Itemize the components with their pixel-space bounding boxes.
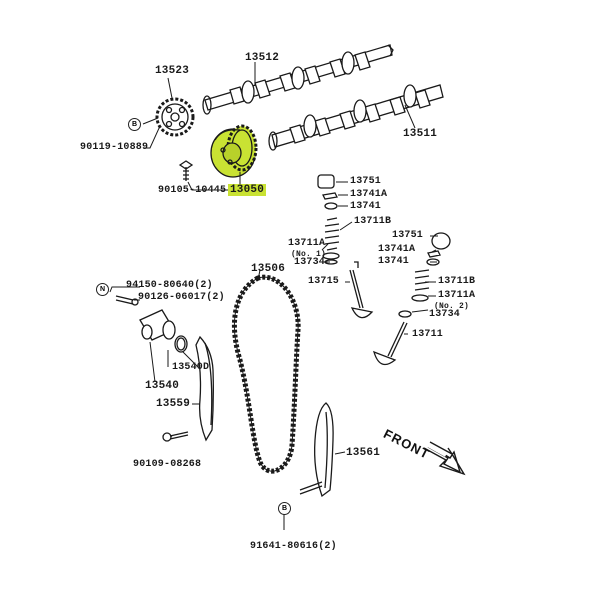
- timing-chain-13506: [231, 269, 301, 474]
- part-label-13734-left: 13734: [294, 257, 326, 268]
- part-label-13711a-left: 13711A: [288, 238, 326, 249]
- cam-sprocket-13523: [155, 97, 195, 137]
- vvt-gear-13050-highlighted: [210, 124, 258, 178]
- part-label-13711: 13711: [412, 329, 444, 340]
- part-label-13511: 13511: [403, 128, 438, 140]
- part-label-13711b-right: 13711B: [438, 276, 476, 287]
- part-label-13540d: 13540D: [172, 362, 210, 373]
- part-label-13734-right: 13734: [429, 309, 461, 320]
- part-label-94150: 94150-80640(2): [126, 280, 213, 291]
- valve-train-right: [372, 232, 451, 366]
- part-label-no1: (No. 1): [291, 250, 327, 259]
- part-label-90105: 90105-10445: [158, 185, 227, 196]
- part-label-13512: 13512: [245, 52, 280, 64]
- part-label-91641: 91641-80616(2): [250, 541, 337, 552]
- part-label-13050-highlighted: 13050: [228, 184, 267, 196]
- part-label-13741-right: 13741: [378, 256, 410, 267]
- camshaft-13511: [268, 84, 444, 151]
- marker-n: N: [96, 283, 109, 296]
- bolt-91641-80616: [283, 481, 323, 530]
- part-label-13741a-right: 13741A: [378, 244, 416, 255]
- part-label-no2: (No. 2): [434, 302, 470, 311]
- chain-damper-13561: [314, 402, 346, 498]
- bolt-90105-10445: [178, 160, 194, 181]
- front-arrow: [423, 441, 466, 476]
- part-label-13540: 13540: [145, 380, 180, 392]
- valve-train-left: [317, 174, 374, 319]
- part-label-13741-left: 13741: [350, 201, 382, 212]
- part-label-90126: 90126-06017(2): [138, 292, 225, 303]
- bolt-90109-08268: [162, 431, 189, 442]
- part-label-13050-text: 13050: [228, 184, 267, 196]
- leader-lines-right-valves: [404, 235, 438, 335]
- part-label-13506: 13506: [251, 263, 286, 275]
- part-label-13715: 13715: [308, 276, 340, 287]
- part-label-13711b-left: 13711B: [354, 216, 392, 227]
- part-label-90119: 90119-10889: [80, 142, 149, 153]
- chain-tensioner-13540: [139, 309, 188, 353]
- leader-lines-upper: [142, 62, 416, 191]
- camshaft-13512: [202, 44, 394, 115]
- part-label-13559: 13559: [156, 398, 191, 410]
- part-label-13751-left: 13751: [350, 176, 382, 187]
- part-label-90109: 90109-08268: [133, 459, 202, 470]
- bolts-90126: [115, 295, 139, 306]
- part-label-13711a-right: 13711A: [438, 290, 476, 301]
- marker-b-lower: B: [278, 502, 291, 515]
- part-label-13751-right: 13751: [392, 230, 424, 241]
- chain-slipper-13559: [195, 335, 214, 442]
- marker-b-upper: B: [128, 118, 141, 131]
- part-label-13561: 13561: [346, 447, 381, 459]
- part-label-13741a-left: 13741A: [350, 189, 388, 200]
- part-label-13523: 13523: [155, 65, 190, 77]
- leader-lines-left-valves: [320, 181, 353, 283]
